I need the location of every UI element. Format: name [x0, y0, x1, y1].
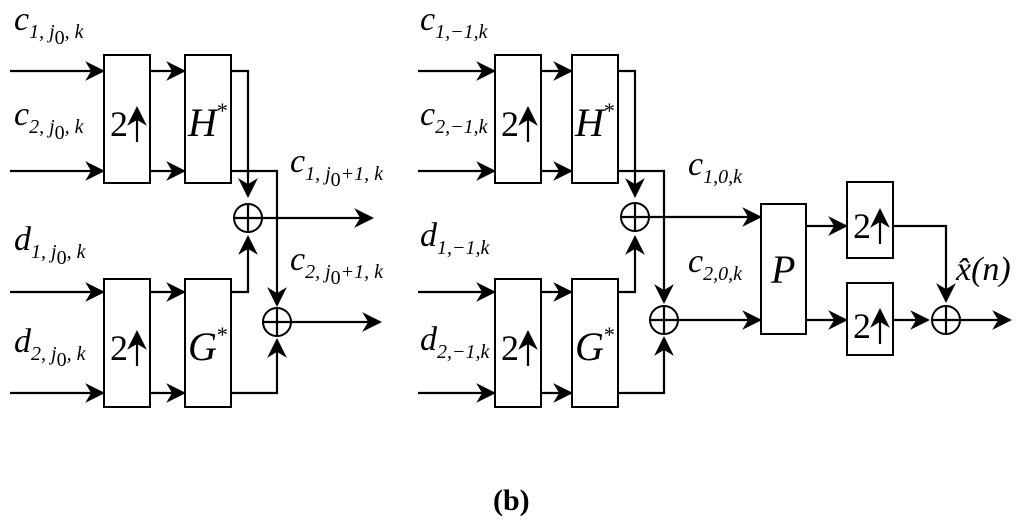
wire-H-bot-to-sum2-left [231, 169, 287, 307]
wire-H-top-to-sum1-left [231, 69, 258, 198]
label-output: x̂(n) [955, 251, 1011, 288]
label-d2-right: d2,−1,k [420, 321, 490, 363]
p-block [760, 203, 807, 335]
filter-H-right-label: H* [574, 98, 615, 145]
wire-G-top-to-sum1-left [231, 235, 258, 294]
summer-2-right [649, 305, 679, 335]
filter-G-right-label: G* [575, 322, 615, 369]
p-block-label: P [770, 247, 795, 292]
wire-H-bot-to-sum2-right [618, 169, 674, 304]
wire-G-top-to-sum1-right [618, 235, 645, 294]
wire-G-bot-to-sum2-left [231, 338, 287, 395]
label-mid1-right: c1,0,k [688, 146, 743, 188]
right-diagram: c1,−1,k c2,−1,k d1,−1,k d2,−1,k 2 2 H* [418, 1, 1012, 408]
left-diagram: c1, j0, k c2, j0, k d1, j0, k d2, j0, k … [10, 1, 384, 408]
filter-G-left [184, 278, 232, 408]
label-out2-left: c2, j0+1, k [290, 241, 384, 289]
upsampler-top-left-label: 2 [110, 104, 128, 144]
label-out1-left: c1, j0+1, k [290, 143, 384, 191]
upsampler-bottom-right-label: 2 [501, 328, 519, 368]
upsampler-bottom-left-label: 2 [110, 328, 128, 368]
label-d1-left: d1, j0, k [14, 221, 87, 269]
summer-final [931, 305, 961, 335]
label-d2-left: d2, j0, k [14, 323, 87, 371]
post-upsampler-bottom-label: 2 [853, 306, 871, 346]
summer-1-left [233, 203, 263, 233]
filter-G-right [571, 278, 619, 408]
filter-H-left [184, 54, 232, 184]
label-d1-right: d1,−1,k [420, 217, 490, 259]
filter-H-left-label: H* [187, 98, 228, 145]
summer-2-left [262, 307, 292, 337]
wire-G-bot-to-sum2-right [618, 336, 674, 395]
upsampler-top-right-label: 2 [501, 104, 519, 144]
label-c1-right: c1,−1,k [420, 1, 489, 43]
wire-H-top-to-sum1-right [618, 69, 645, 198]
label-c2-right: c2,−1,k [420, 96, 489, 138]
label-c1-left: c1, j0, k [14, 1, 85, 49]
filter-H-right [571, 54, 619, 184]
label-mid2-right: c2,0,k [688, 243, 743, 285]
label-c2-left: c2, j0, k [14, 96, 85, 144]
summer-1-right [620, 202, 650, 232]
wire-up-top-to-final-sum [893, 224, 956, 303]
filter-G-left-label: G* [188, 322, 228, 369]
figure-caption: (b) [493, 484, 530, 517]
post-upsampler-top-label: 2 [853, 206, 871, 246]
